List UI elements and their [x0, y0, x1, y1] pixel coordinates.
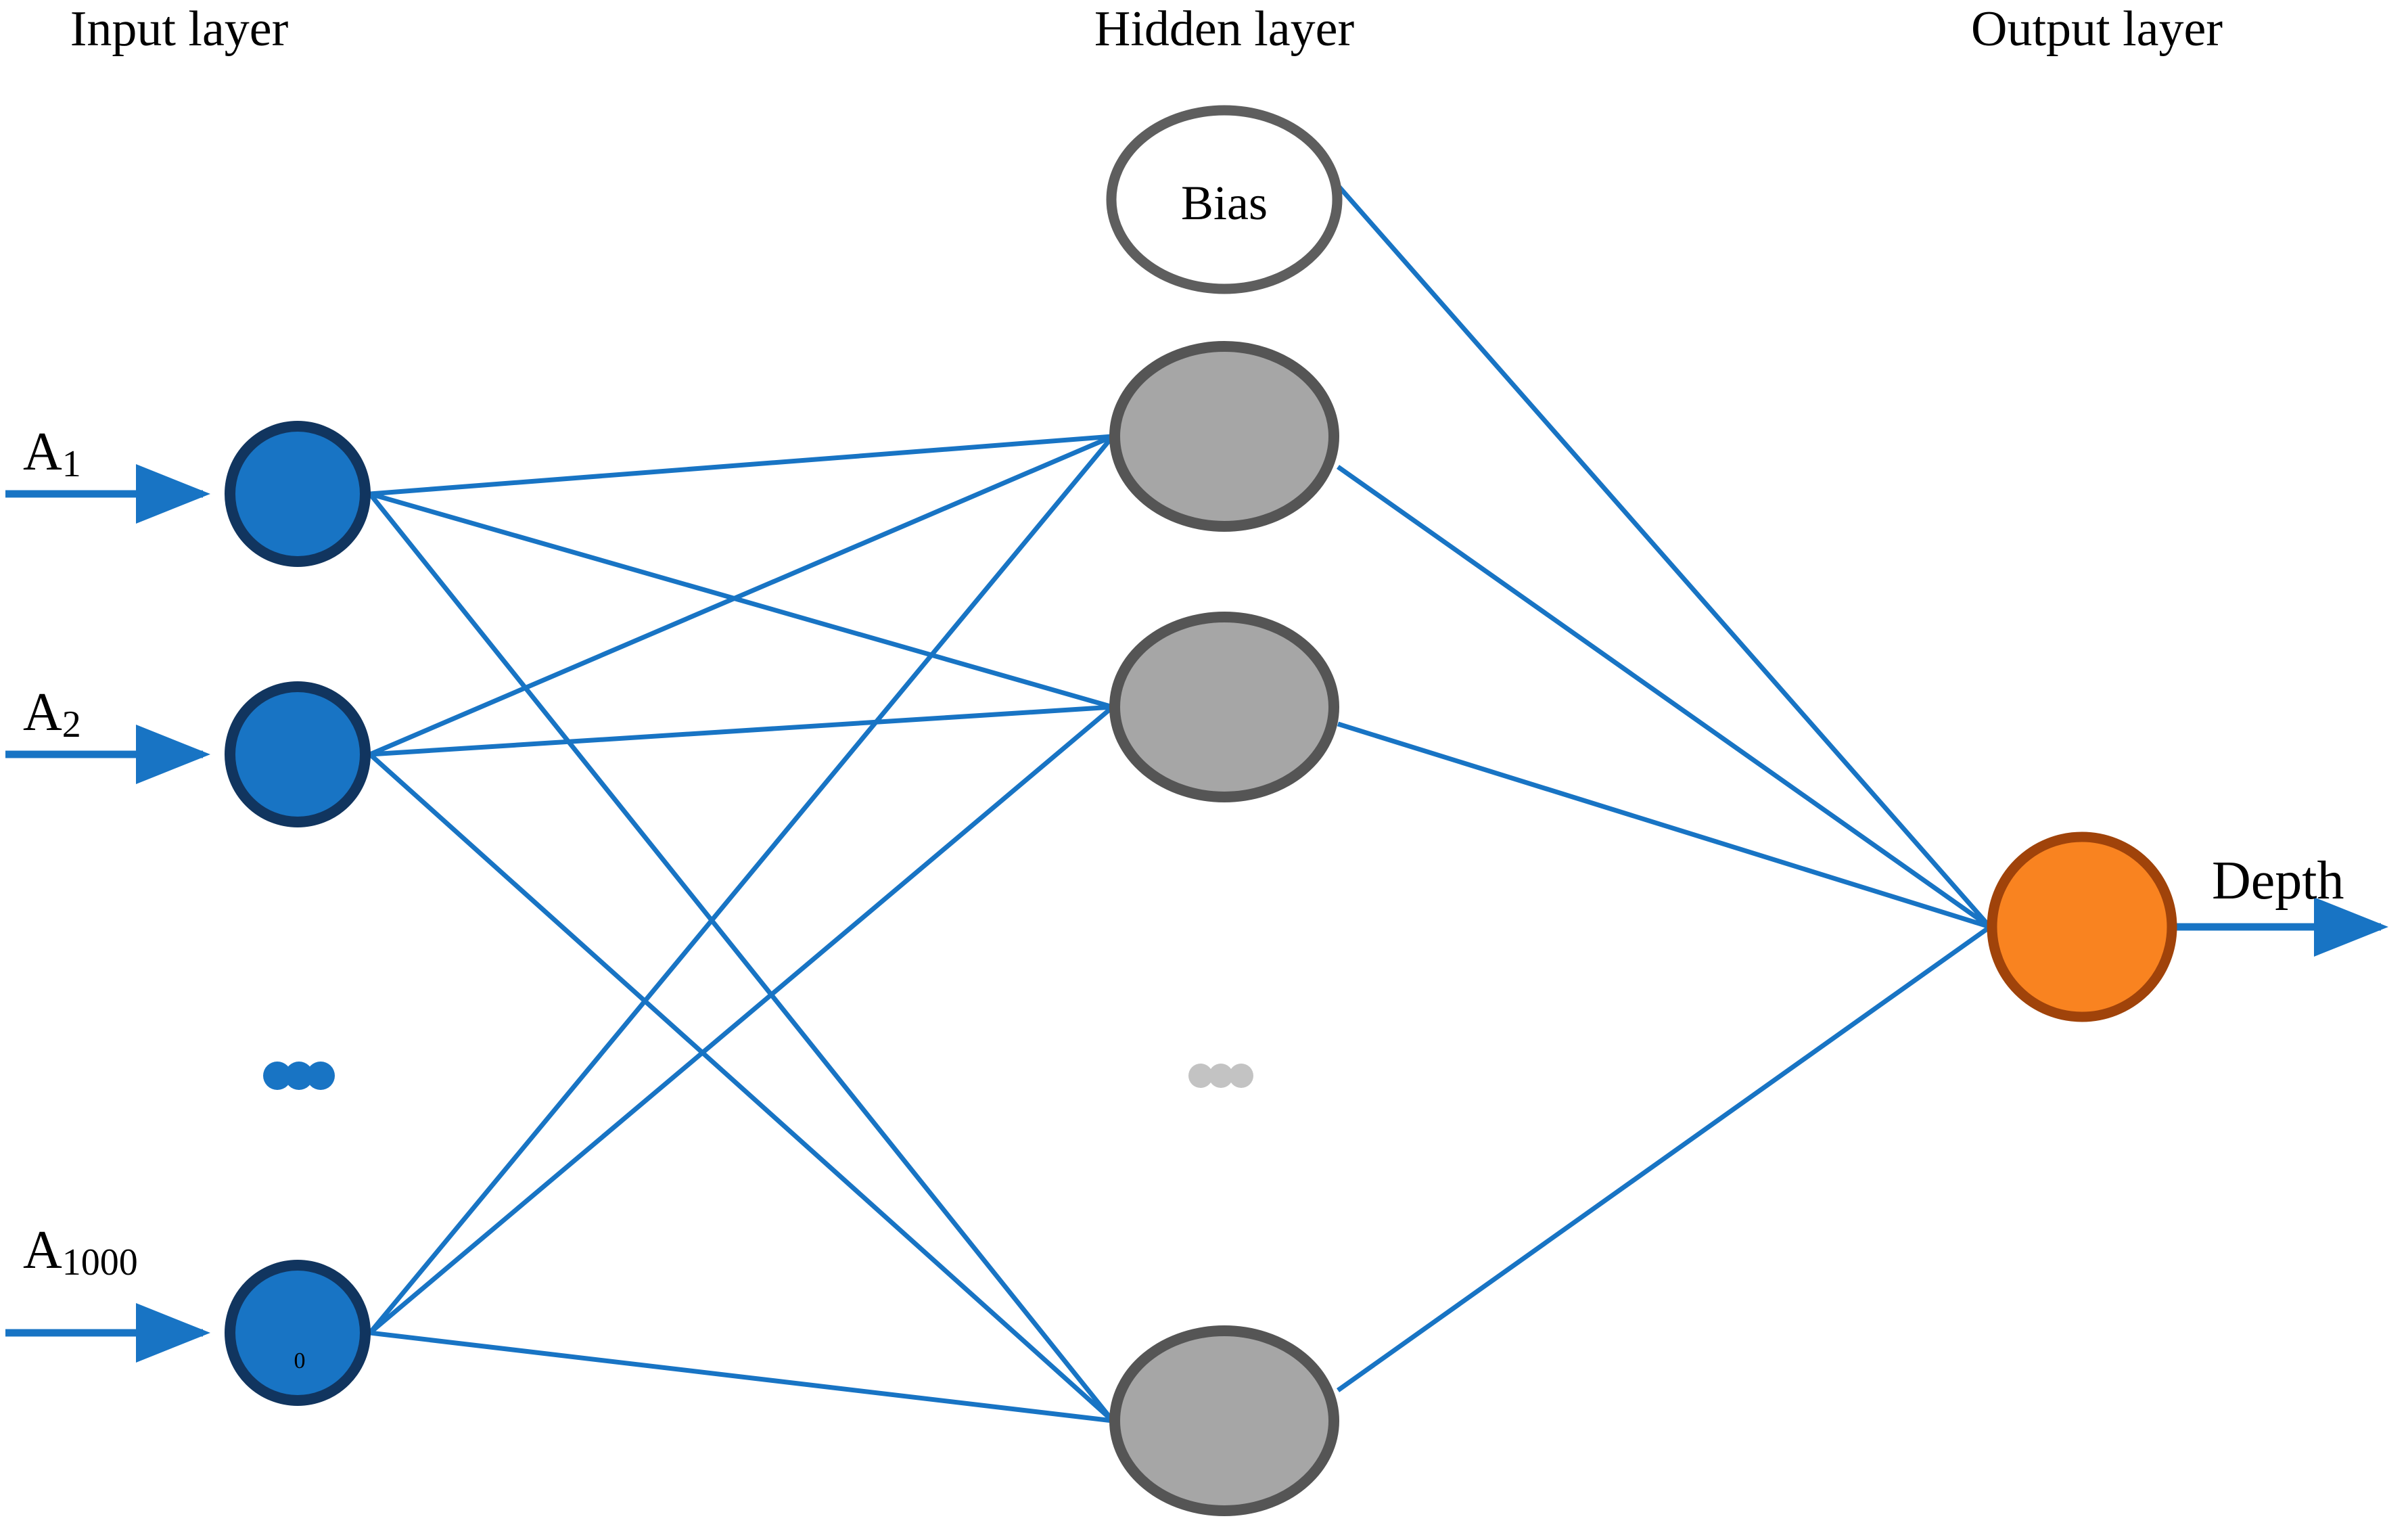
- input-node-a1000[interactable]: [225, 1260, 371, 1406]
- input-arrows: [5, 464, 210, 1363]
- input-ellipsis-dot-2: [285, 1062, 313, 1090]
- edge-a1-h2: [369, 491, 1113, 710]
- input-layer-title: Input layer: [70, 1, 289, 57]
- output-layer-title: Output layer: [1971, 1, 2223, 57]
- edge-a1000-h2: [368, 705, 1115, 1335]
- input-ellipsis-dot-3: [306, 1062, 335, 1090]
- input-label-a2: A2: [23, 683, 81, 744]
- hidden-node-bias[interactable]: [1106, 105, 1343, 294]
- input-label-a1000: A1000: [23, 1221, 138, 1281]
- edge-h2-out: [1337, 721, 1991, 930]
- hidden-layer-title: Hidden layer: [1094, 1, 1355, 57]
- input-label-a2-subscript: 2: [62, 704, 81, 746]
- edges-input-to-hidden: [368, 434, 1115, 1423]
- edge-a1-h1: [369, 434, 1113, 497]
- input-node-a1[interactable]: [225, 421, 371, 567]
- hidden-ellipsis-dot-3: [1229, 1064, 1253, 1088]
- edge-h3-out: [1336, 925, 1992, 1392]
- edge-a1000-h1: [368, 434, 1115, 1335]
- edge-a2-h3: [368, 752, 1115, 1423]
- edge-a1000-h3: [369, 1330, 1113, 1423]
- input-ellipsis-dot-1: [263, 1062, 292, 1090]
- input-ellipsis-icon: [263, 1062, 335, 1090]
- input-layer-nodes: [225, 421, 371, 1406]
- edge-bias-out: [1316, 160, 1992, 929]
- edge-a1-h3: [368, 492, 1115, 1423]
- input-label-a1: A1: [23, 422, 81, 483]
- bias-node-label: Bias: [1180, 176, 1268, 230]
- hidden-node-h1[interactable]: [1109, 341, 1339, 532]
- input-node-a2[interactable]: [225, 681, 371, 827]
- input-label-a1-subscript: 1: [62, 443, 81, 485]
- edge-h1-out: [1336, 465, 1992, 929]
- input-label-a1000-subscript: 1000: [62, 1241, 138, 1283]
- input-label-a1-base: A: [23, 422, 62, 482]
- output-node-depth[interactable]: [1987, 831, 2177, 1022]
- edge-a2-h2: [369, 704, 1113, 757]
- output-label-depth: Depth: [2212, 851, 2344, 911]
- hidden-node-h2[interactable]: [1109, 612, 1339, 802]
- edges-hidden-to-output: [1316, 160, 1992, 1392]
- hidden-ellipsis-icon: [1188, 1064, 1253, 1088]
- input-node-a1000-inner-text: 0: [294, 1348, 306, 1373]
- hidden-layer-nodes: [1109, 341, 1339, 1516]
- input-label-a1000-base: A: [23, 1221, 62, 1280]
- hidden-ellipsis-dot-1: [1188, 1064, 1213, 1088]
- edge-a2-h1: [369, 434, 1114, 757]
- hidden-node-h3[interactable]: [1109, 1325, 1339, 1516]
- input-label-a2-base: A: [23, 683, 62, 742]
- hidden-ellipsis-dot-2: [1209, 1064, 1233, 1088]
